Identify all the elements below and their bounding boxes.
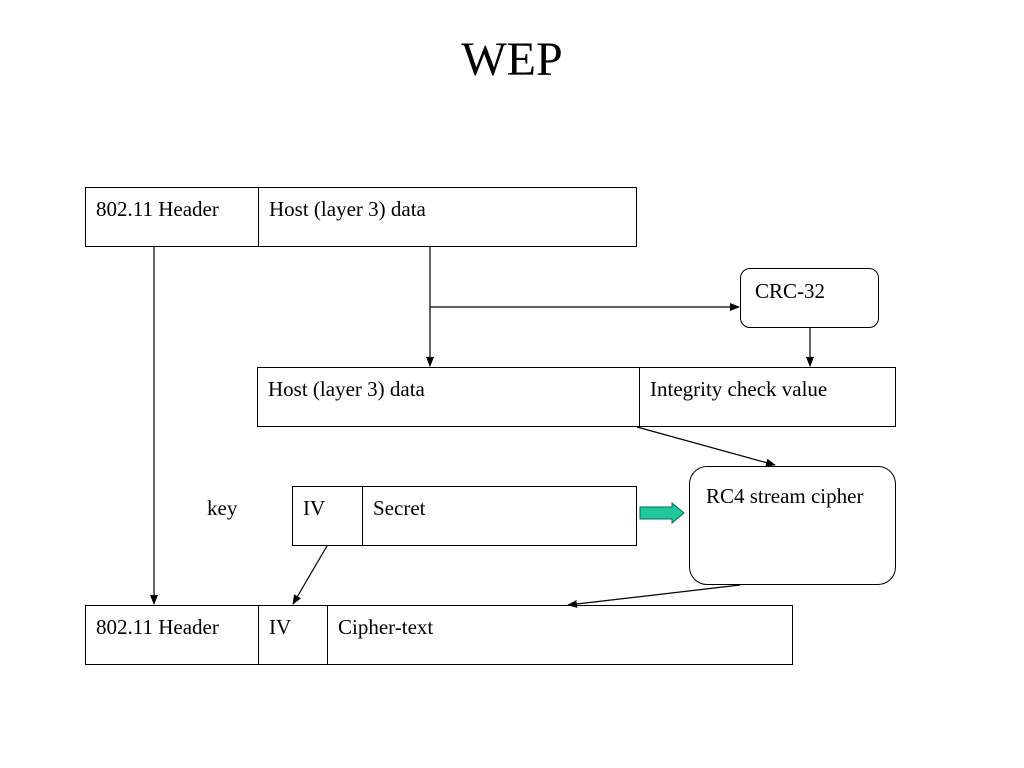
out-header-cell: 802.11 Header	[96, 615, 219, 639]
arrow-icv-to-rc4	[636, 426, 776, 467]
frame-data-cell: Host (layer 3) data	[258, 188, 636, 246]
key-label: key	[207, 496, 238, 520]
arrow-rc4-to-ciphertext	[567, 584, 741, 608]
data-icv-frame: Host (layer 3) data Integrity check valu…	[257, 367, 896, 427]
ciphertext-frame: 802.11 Header IV Cipher-text	[85, 605, 793, 665]
key-secret-cell: Secret	[362, 487, 636, 545]
out-iv-cell: IV	[258, 606, 327, 664]
out-cipher-cell: Cipher-text	[327, 606, 792, 664]
frame-header-cell: 802.11 Header	[96, 197, 219, 221]
key-frame: IV Secret	[292, 486, 637, 546]
key-to-rc4-block-arrow	[639, 501, 685, 525]
arrow-iv-to-output	[292, 545, 328, 605]
icv-cell: Integrity check value	[639, 368, 895, 426]
page-title: WEP	[461, 33, 563, 86]
key-iv-cell: IV	[303, 496, 326, 520]
plaintext-frame: 802.11 Header Host (layer 3) data	[85, 187, 637, 247]
rc4-box: RC4 stream cipher	[689, 466, 896, 585]
crc32-box: CRC-32	[740, 268, 879, 328]
mid-data-cell: Host (layer 3) data	[268, 377, 425, 401]
